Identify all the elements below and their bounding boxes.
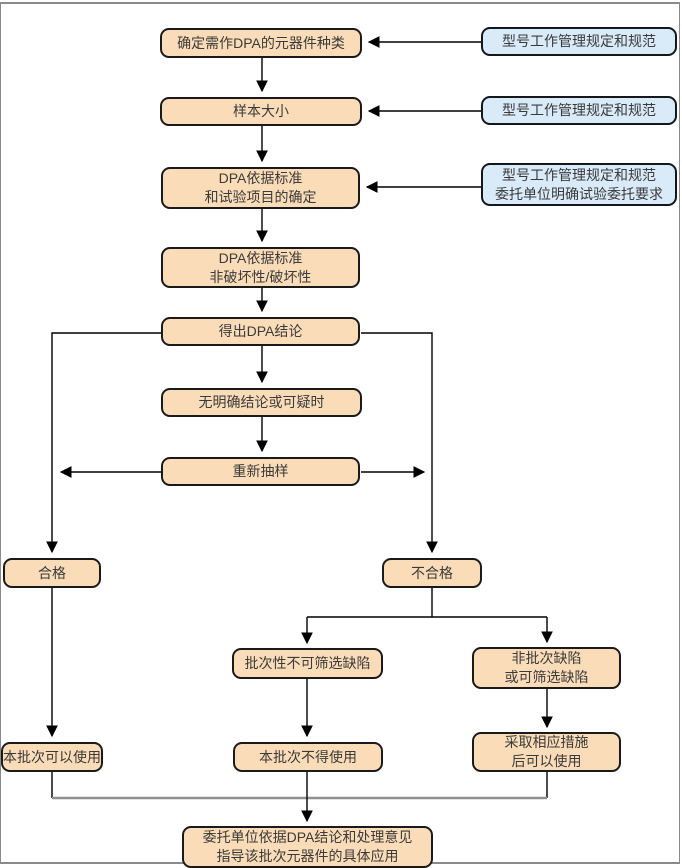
flow-node-label: 型号工作管理规定和规范: [502, 102, 656, 118]
flow-node-ref-regulations-3: 型号工作管理规定和规范委托单位明确试验委托要求: [481, 163, 677, 206]
flow-node-non-batch-defect: 非批次缺陷或可筛选缺陷: [472, 647, 621, 689]
flow-node-label: 批次性不可筛选缺陷: [244, 655, 371, 671]
flow-node-ref-regulations-2: 型号工作管理规定和规范: [481, 96, 677, 125]
flow-node-batch-unscreenable-defect: 批次性不可筛选缺陷: [232, 648, 383, 679]
flow-node-label: 或可筛选缺陷: [504, 669, 589, 685]
flow-node-label: 采取相应措施: [504, 734, 589, 750]
flow-node-fail: 不合格: [382, 558, 482, 588]
flow-node-label: 型号工作管理规定和规范: [502, 33, 656, 49]
flow-node-label: 非批次缺陷: [511, 650, 582, 666]
flow-node-label: 不合格: [411, 564, 453, 581]
flow-node-batch-not-usable: 本批次不得使用: [233, 742, 383, 772]
flow-node-label: 和试验项目的确定: [204, 189, 317, 205]
flow-node-label: 委托单位依据DPA结论和处理意见: [202, 829, 413, 845]
flow-node-dpa-standards-destructive: DPA依据标准非破坏性/破坏性: [161, 247, 360, 288]
flow-node-label: 指导该批次元器件的具体应用: [216, 848, 399, 864]
flow-node-label: 后可以使用: [511, 753, 582, 769]
flow-node-label: DPA依据标准: [218, 249, 303, 266]
flow-node-label: 样本大小: [233, 103, 289, 119]
flow-node-label: 委托单位明确试验委托要求: [495, 185, 663, 202]
flow-node-measures-then-usable: 采取相应措施后可以使用: [472, 732, 621, 772]
flow-node-label: 本批次可以使用: [3, 748, 101, 765]
flow-node-dpa-conclusion: 得出DPA结论: [161, 317, 360, 346]
flow-node-unclear-conclusion: 无明确结论或可疑时: [161, 388, 362, 417]
flow-node-pass: 合格: [3, 558, 101, 588]
flow-node-dpa-standards-test-items: DPA依据标准和试验项目的确定: [161, 167, 360, 209]
flow-node-label: 型号工作管理规定和规范: [502, 166, 656, 183]
flow-node-label: 得出DPA结论: [218, 323, 303, 339]
flow-node-sample-size: 样本大小: [160, 97, 362, 126]
flow-node-label: 无明确结论或可疑时: [198, 394, 325, 410]
flow-node-ref-regulations-1: 型号工作管理规定和规范: [481, 27, 677, 56]
edge-conclusion-to-pass: [46, 332, 161, 554]
flow-node-label: 非破坏性/破坏性: [209, 268, 312, 285]
flow-node-label: 重新抽样: [232, 463, 289, 479]
flow-node-resample: 重新抽样: [161, 457, 360, 486]
flow-node-label: 确定需作DPA的元器件种类: [177, 34, 345, 51]
flow-node-final-guidance: 委托单位依据DPA结论和处理意见指导该批次元器件的具体应用: [182, 826, 433, 868]
flow-node-determine-dpa-types: 确定需作DPA的元器件种类: [160, 28, 362, 58]
flow-node-label: 本批次不得使用: [259, 748, 357, 765]
edge-conclusion-to-fail: [361, 332, 438, 554]
flow-node-label: 合格: [38, 564, 66, 581]
flow-node-batch-usable: 本批次可以使用: [1, 742, 103, 772]
flow-node-label: DPA依据标准: [218, 170, 303, 186]
